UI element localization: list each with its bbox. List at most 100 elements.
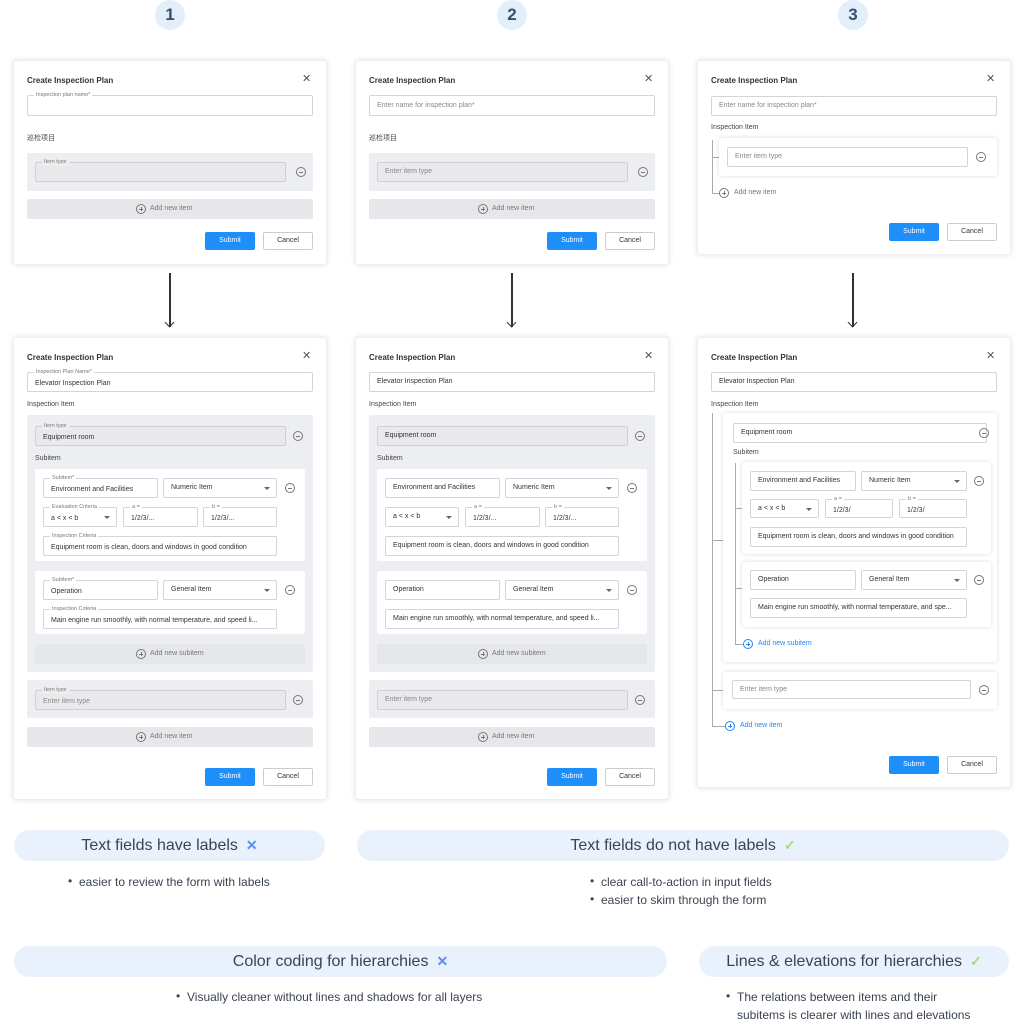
minus-circle-icon[interactable] (285, 585, 295, 595)
cancel-button[interactable]: Cancel (605, 232, 655, 250)
subitem-type-select[interactable]: Numeric Item (163, 478, 277, 498)
item-type-input[interactable]: Enter item type (377, 162, 628, 182)
submit-button[interactable]: Submit (547, 232, 597, 250)
subitem-name-input[interactable]: Operation (750, 570, 856, 590)
plan-name-input[interactable]: Elevator Inspection Plan (711, 372, 997, 392)
add-item-button[interactable]: Add new item (369, 199, 655, 219)
tree-line (712, 413, 713, 726)
plan-name-input[interactable]: Inspection Plan Name*Elevator Inspection… (27, 369, 313, 392)
add-item-button[interactable]: Add new item (27, 199, 313, 219)
field-value: General Item (869, 576, 910, 583)
submit-button[interactable]: Submit (547, 768, 597, 786)
minus-circle-icon[interactable] (293, 431, 303, 441)
subitem-type-select[interactable]: Numeric Item (505, 478, 619, 498)
add-item-button[interactable]: Add new item (27, 727, 313, 747)
check-icon: ✓ (783, 837, 796, 853)
caret-down-icon (806, 507, 812, 511)
minus-circle-icon[interactable] (974, 476, 984, 486)
minus-circle-icon[interactable] (638, 167, 648, 177)
cancel-button[interactable]: Cancel (263, 232, 313, 250)
minus-circle-icon[interactable] (296, 167, 306, 177)
cancel-button[interactable]: Cancel (605, 768, 655, 786)
a-input[interactable]: a =1/2/3/... (465, 504, 540, 527)
plan-name-input[interactable]: Inspection plan name* (27, 92, 313, 116)
add-subitem-button[interactable]: Add new subitem (377, 644, 647, 664)
cancel-button[interactable]: Cancel (947, 223, 997, 241)
subitem-name-input[interactable]: Subitem*Operation (43, 577, 158, 600)
field-value: Main engine run smoothly, with normal te… (393, 615, 600, 622)
criteria-input[interactable]: Main engine run smoothly, with normal te… (385, 609, 619, 629)
minus-circle-icon[interactable] (979, 685, 989, 695)
minus-circle-icon[interactable] (285, 483, 295, 493)
a-input[interactable]: a =1/2/3/ (825, 496, 893, 518)
b-input[interactable]: b =1/2/3/ (899, 496, 967, 518)
criteria-input[interactable]: Equipment room is clean, doors and windo… (385, 536, 619, 556)
subitem-type-select[interactable]: General Item (163, 580, 277, 600)
evaluation-select[interactable]: a < x < b (385, 507, 459, 527)
item-type-input[interactable]: Enter item type (377, 690, 628, 710)
subitem-name-input[interactable]: Subitem*Environment and Facilities (43, 475, 158, 498)
subitem-type-select[interactable]: General Item (861, 570, 967, 590)
field-value: Operation (393, 586, 424, 593)
submit-button[interactable]: Submit (205, 768, 255, 786)
plus-bar-v (141, 735, 142, 739)
add-subitem-button[interactable]: Add new subitem (35, 644, 305, 664)
submit-button[interactable]: Submit (205, 232, 255, 250)
evaluation-select[interactable]: a < x < b (750, 499, 819, 518)
subitem-name-input[interactable]: Environment and Facilities (750, 471, 856, 491)
a-input[interactable]: a =1/2/3/... (123, 504, 198, 527)
add-item-button[interactable]: Add new item (369, 727, 655, 747)
criteria-input[interactable]: Main engine run smoothly, with normal te… (750, 598, 967, 618)
tree-branch (712, 726, 725, 727)
minus-circle-icon[interactable] (293, 695, 303, 705)
tree-branch (712, 157, 719, 158)
minus-circle-icon[interactable] (974, 575, 984, 585)
close-icon[interactable]: ✕ (302, 350, 312, 362)
caret-down-icon (954, 579, 960, 582)
subitem-name-input[interactable]: Operation (385, 580, 500, 600)
item-type-input[interactable]: Equipment room (733, 423, 987, 443)
cancel-button[interactable]: Cancel (263, 768, 313, 786)
minus-circle-icon[interactable] (627, 585, 637, 595)
minus-circle-icon[interactable] (979, 428, 989, 438)
submit-button[interactable]: Submit (889, 223, 939, 241)
bullet-text: Visually cleaner without lines and shado… (187, 990, 483, 1004)
b-input[interactable]: b =1/2/3/... (545, 504, 619, 527)
subitem-name-input[interactable]: Environment and Facilities (385, 478, 500, 498)
plan-name-input[interactable]: Elevator Inspection Plan (369, 372, 655, 392)
bullet-dot: • (590, 892, 595, 906)
close-icon[interactable]: ✕ (644, 73, 654, 85)
submit-button[interactable]: Submit (889, 756, 939, 774)
add-item-button[interactable]: Add new item (725, 721, 815, 733)
minus-circle-icon[interactable] (635, 695, 645, 705)
close-icon[interactable]: ✕ (302, 73, 312, 85)
item-type-input[interactable]: Enter item type (732, 680, 971, 699)
item-type-input[interactable]: Item type (35, 159, 286, 182)
item-type-input[interactable]: Equipment room (377, 426, 628, 446)
plan-name-input[interactable]: Enter name for inspection plan* (711, 96, 997, 116)
subitem-type-select[interactable]: Numeric Item (861, 471, 967, 491)
add-subitem-button[interactable]: Add new subitem (743, 639, 833, 651)
close-icon[interactable]: ✕ (986, 350, 996, 362)
plan-name-input[interactable]: Enter name for inspection plan* (369, 95, 655, 116)
minus-bar (288, 488, 292, 489)
close-icon[interactable]: ✕ (986, 73, 996, 85)
minus-circle-icon[interactable] (635, 431, 645, 441)
add-item-button[interactable]: Add new item (719, 188, 809, 200)
cancel-button[interactable]: Cancel (947, 756, 997, 774)
item-type-input[interactable]: Enter item type (727, 147, 968, 167)
close-icon[interactable]: ✕ (644, 350, 654, 362)
arrow-down-icon (511, 273, 513, 327)
bullet-dot: • (590, 874, 595, 888)
minus-circle-icon[interactable] (627, 483, 637, 493)
b-input[interactable]: b =1/2/3/... (203, 504, 277, 527)
minus-circle-icon[interactable] (976, 152, 986, 162)
subitem-type-select[interactable]: General Item (505, 580, 619, 600)
criteria-input[interactable]: Equipment room is clean, doors and windo… (750, 527, 967, 547)
